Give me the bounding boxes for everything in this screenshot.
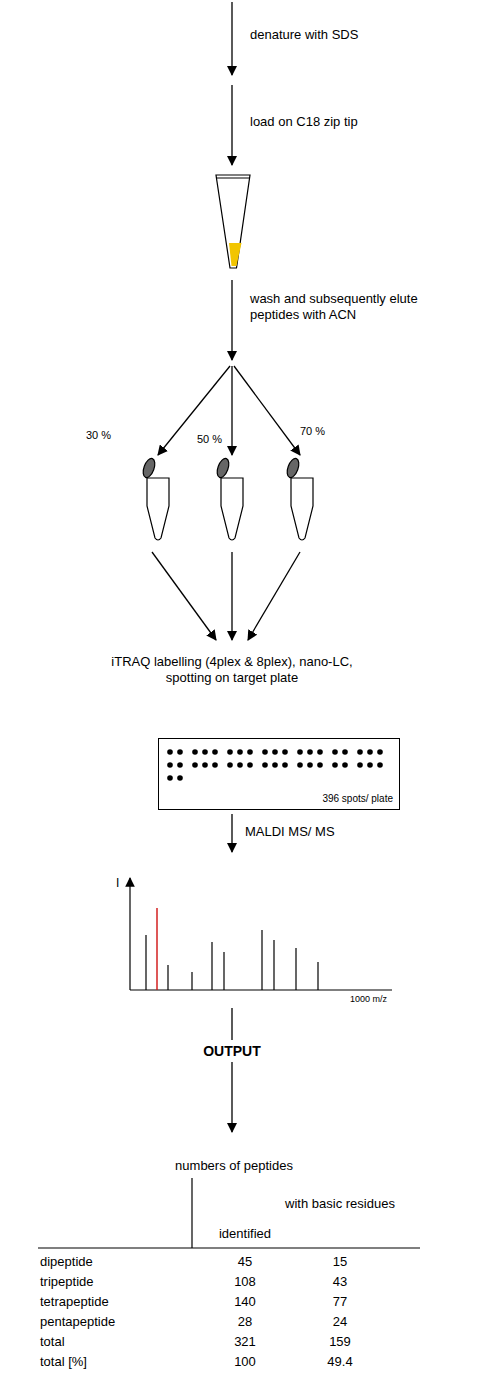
annotation-label: identified	[200, 1226, 290, 1242]
table-cell: tetrapeptide	[40, 1294, 109, 1310]
table-cell: 100	[215, 1354, 275, 1370]
table-cell: total	[40, 1334, 65, 1350]
table-cell: 77	[310, 1294, 370, 1310]
table-cell: 49.4	[310, 1354, 370, 1370]
annotation-label: I	[116, 876, 119, 891]
annotation-label: MALDI MS/ MS	[245, 824, 335, 840]
annotation-label: iTRAQ labelling (4plex & 8plex), nano-LC…	[97, 654, 367, 686]
table-cell: 321	[215, 1334, 275, 1350]
annotation-label: load on C18 zip tip	[250, 114, 358, 130]
annotation-label: 70 %	[300, 424, 325, 438]
annotation-label: 30 %	[86, 428, 111, 442]
table-cell: pentapeptide	[40, 1314, 115, 1330]
table-cell: dipeptide	[40, 1254, 93, 1270]
table-cell: 45	[215, 1254, 275, 1270]
table-cell: 28	[215, 1314, 275, 1330]
annotation-label: wash and subsequently elute peptides wit…	[250, 291, 450, 323]
annotation-label: with basic residues	[285, 1196, 395, 1212]
annotation-label: denature with SDS	[250, 27, 358, 43]
table-cell: 140	[215, 1294, 275, 1310]
table-cell: 43	[310, 1274, 370, 1290]
plate-caption: 396 spots/ plate	[322, 793, 393, 805]
annotation-label: OUTPUT	[192, 1040, 272, 1062]
annotation-label: numbers of peptides	[134, 1158, 334, 1174]
table-cell: 159	[310, 1334, 370, 1350]
annotation-label: 50 %	[197, 432, 222, 446]
annotation-label: 1000 m/z	[350, 994, 387, 1005]
table-cell: total [%]	[40, 1354, 87, 1370]
table-cell: 108	[215, 1274, 275, 1290]
target-plate: 396 spots/ plate	[158, 738, 400, 810]
table-cell: 24	[310, 1314, 370, 1330]
table-cell: tripeptide	[40, 1274, 93, 1290]
table-cell: 15	[310, 1254, 370, 1270]
